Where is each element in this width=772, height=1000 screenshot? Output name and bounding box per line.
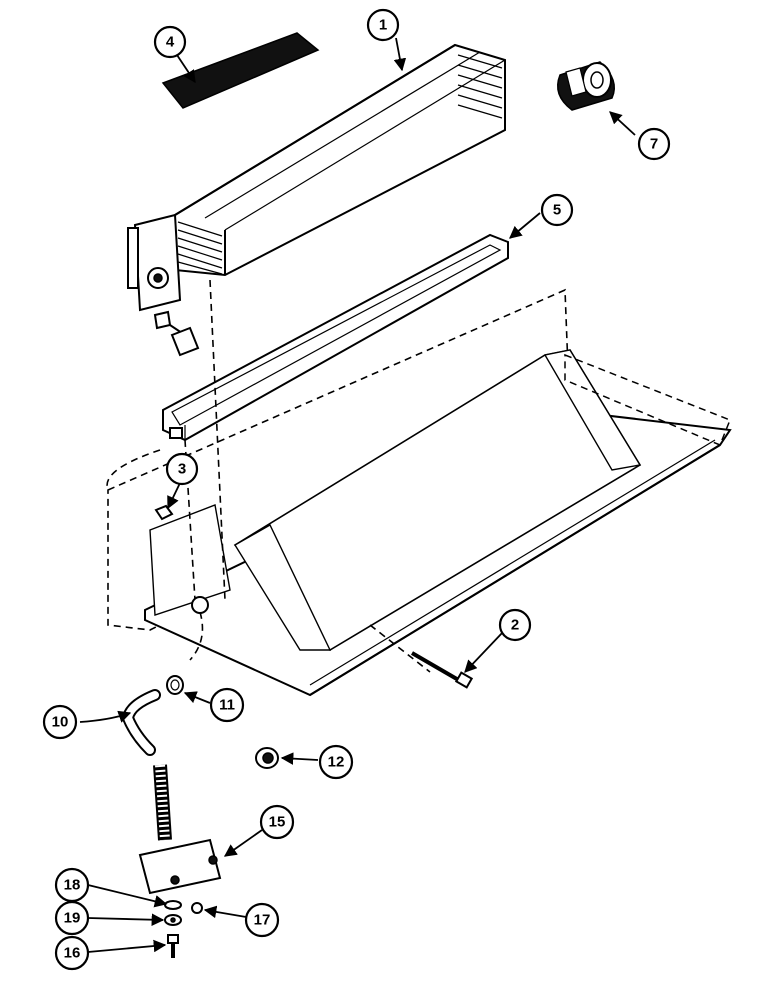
drain-pan-part <box>162 233 509 442</box>
drain-fitting-part <box>166 675 184 695</box>
callout-19-label: 19 <box>64 910 81 927</box>
callout-16: 16 <box>54 935 90 971</box>
leader-lines <box>79 37 636 953</box>
callout-1-label: 1 <box>379 17 387 34</box>
callout-5: 5 <box>540 193 574 227</box>
evaporator-coil-part <box>127 43 506 357</box>
mounting-plate-part <box>138 838 222 895</box>
callout-11: 11 <box>209 687 245 723</box>
callout-4-label: 4 <box>166 34 175 51</box>
callout-1: 1 <box>366 8 400 42</box>
callout-7: 7 <box>637 127 671 161</box>
callout-17: 17 <box>244 902 280 938</box>
plug-part <box>255 747 279 769</box>
callout-11-label: 11 <box>219 697 235 714</box>
callout-16-label: 16 <box>64 945 81 962</box>
callout-7-label: 7 <box>650 136 658 153</box>
tape-roll-part <box>557 61 615 111</box>
callout-17-label: 17 <box>254 912 271 929</box>
long-screw-part <box>410 651 474 689</box>
callout-19: 19 <box>54 900 90 936</box>
callout-4: 4 <box>153 25 187 59</box>
callout-5-label: 5 <box>553 202 561 219</box>
housing-base-part <box>106 279 732 697</box>
callout-15-label: 15 <box>269 814 286 831</box>
callout-15: 15 <box>259 804 295 840</box>
callout-12: 12 <box>318 744 354 780</box>
callout-10: 10 <box>42 704 78 740</box>
gasket-strip-part <box>161 32 320 109</box>
callout-2: 2 <box>498 608 532 642</box>
hardware-parts <box>164 900 203 958</box>
callout-18-label: 18 <box>64 877 81 894</box>
nut-part <box>154 504 174 521</box>
callout-18: 18 <box>54 867 90 903</box>
callout-2-label: 2 <box>511 617 519 634</box>
drain-hose-part <box>121 689 172 841</box>
callout-3-label: 3 <box>178 461 186 478</box>
callout-10-label: 10 <box>52 714 69 731</box>
callout-3: 3 <box>165 452 199 486</box>
callout-12-label: 12 <box>328 754 345 771</box>
